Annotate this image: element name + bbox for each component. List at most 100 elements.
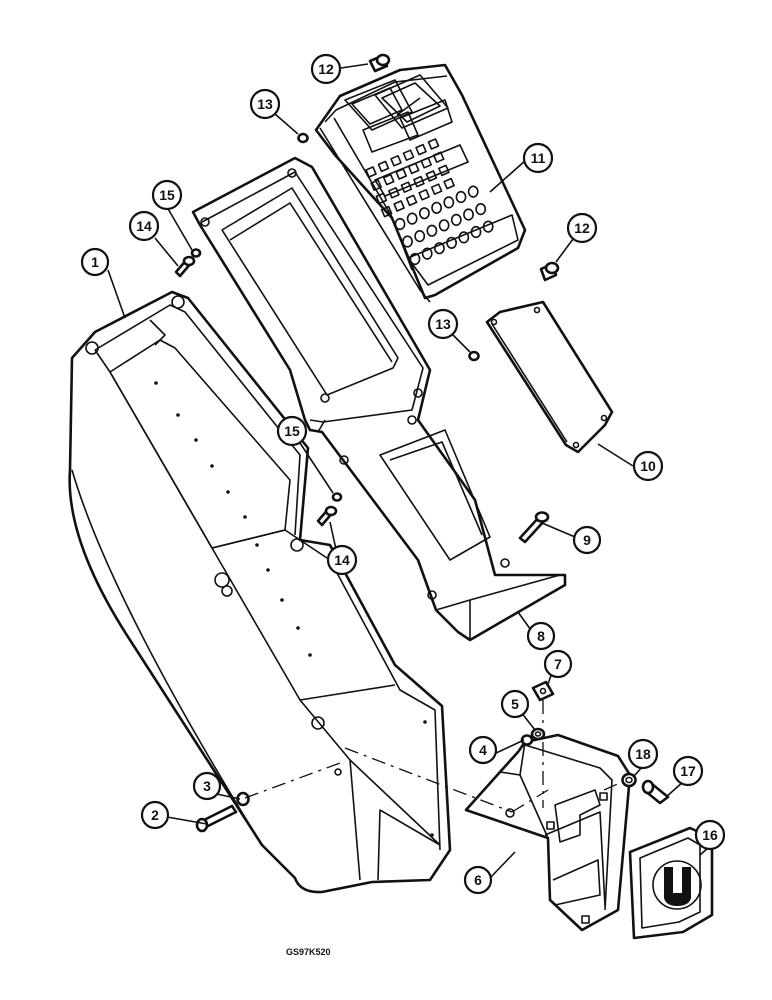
callout-15-lower-label: 15: [284, 423, 300, 439]
keypad-key: [402, 149, 415, 161]
callout-13-upper-label: 13: [257, 96, 273, 112]
keypad-key: [427, 138, 440, 150]
end-cover: [464, 733, 632, 932]
keypad-key: [375, 192, 388, 205]
callout-18: 18: [627, 738, 659, 770]
callout-4-label: 4: [479, 742, 487, 758]
callout-13-upper: 13: [249, 88, 281, 120]
keypad-round-button: [482, 220, 494, 233]
instrument-panel: [314, 63, 527, 303]
callout-9-label: 9: [583, 532, 591, 548]
keypad-round-button: [394, 217, 406, 231]
callout-5: 5: [500, 689, 530, 719]
callout-7-label: 7: [554, 656, 562, 672]
callout-3: 3: [192, 771, 222, 801]
console-housing: [68, 290, 452, 894]
callout-12-lower-label: 12: [574, 220, 590, 236]
keypad-round-button: [438, 219, 450, 232]
callout-16-label: 16: [702, 827, 718, 843]
keypad-round-button: [455, 190, 467, 204]
keypad-round-button: [475, 203, 487, 216]
callout-10: 10: [632, 450, 664, 482]
callout-5-label: 5: [511, 696, 519, 712]
keypad-key: [393, 200, 405, 212]
keypad-key: [382, 173, 395, 186]
keypad-round-button: [409, 252, 421, 266]
keypad-round-button: [467, 185, 479, 198]
keypad-key: [413, 175, 425, 188]
keypad-key: [370, 179, 382, 191]
keypad-key: [377, 160, 390, 173]
keypad-key: [405, 194, 418, 207]
callout-14-upper-label: 14: [136, 218, 152, 234]
callout-15-upper-label: 15: [159, 187, 175, 203]
callout-14-lower-label: 14: [334, 552, 350, 568]
keypad-key: [432, 151, 445, 163]
keypad-round-button: [431, 201, 442, 214]
callout-18-label: 18: [635, 746, 651, 762]
callout-14-lower: 14: [326, 544, 358, 576]
keypad-round-button: [426, 224, 438, 237]
callout-15-lower: 15: [276, 415, 308, 447]
keypad-key: [365, 166, 377, 178]
callout-4: 4: [468, 735, 498, 765]
alignment-lines: [244, 700, 623, 813]
callout-1-label: 1: [91, 254, 99, 270]
callout-17: 17: [672, 755, 704, 787]
callout-8: 8: [526, 621, 556, 651]
callout-12-upper: 12: [310, 53, 342, 85]
keypad-buttons: [365, 138, 494, 266]
keypad-key: [415, 143, 427, 156]
keypad-key: [418, 189, 430, 201]
cover-plate: [485, 300, 614, 454]
keypad-key: [400, 181, 413, 193]
keypad-round-button: [446, 236, 457, 249]
keypad-key: [380, 205, 393, 218]
console-top-panel: [191, 156, 567, 642]
keypad-round-button: [402, 235, 413, 248]
keypad-round-button: [443, 196, 455, 209]
callout-3-label: 3: [203, 778, 211, 794]
callout-12-lower: 12: [566, 212, 598, 244]
keypad-key: [420, 157, 432, 169]
callout-1: 1: [80, 247, 110, 277]
keypad-key: [430, 183, 443, 195]
keypad-key: [407, 162, 420, 175]
callout-13-lower-label: 13: [435, 316, 451, 332]
keypad-round-button: [421, 247, 433, 260]
keypad-round-button: [458, 231, 470, 244]
callout-10-label: 10: [640, 458, 656, 474]
keypad-round-button: [418, 207, 430, 220]
callout-14-upper: 14: [128, 210, 160, 242]
keypad-round-button: [450, 213, 462, 226]
keypad-key: [388, 187, 400, 199]
callout-12-upper-label: 12: [318, 61, 334, 77]
keypad-key: [443, 177, 455, 190]
callout-11-label: 11: [531, 150, 546, 166]
keypad-key: [438, 164, 450, 177]
callout-2-label: 2: [151, 807, 159, 823]
figure-code: GS97K520: [286, 947, 331, 957]
keypad-key: [395, 168, 407, 180]
callout-16: 16: [694, 819, 726, 851]
keypad-round-button: [414, 230, 426, 243]
callout-11: 11: [522, 142, 554, 174]
fasteners: [174, 53, 670, 833]
keypad-key: [390, 155, 402, 167]
callout-15-upper: 15: [151, 179, 183, 211]
callout-6: 6: [463, 865, 493, 895]
keypad-round-button: [470, 225, 482, 239]
keypad-key: [425, 170, 438, 182]
callout-6-label: 6: [474, 872, 482, 888]
callout-7: 7: [543, 649, 573, 679]
callout-2: 2: [140, 800, 170, 830]
callout-8-label: 8: [537, 628, 545, 644]
callout-9: 9: [572, 525, 602, 555]
decal: U: [628, 826, 714, 940]
keypad-round-button: [433, 242, 445, 255]
keypad-round-button: [406, 212, 418, 225]
keypad-round-button: [463, 208, 474, 221]
callout-17-label: 17: [680, 763, 696, 779]
callout-13-lower: 13: [427, 308, 459, 340]
